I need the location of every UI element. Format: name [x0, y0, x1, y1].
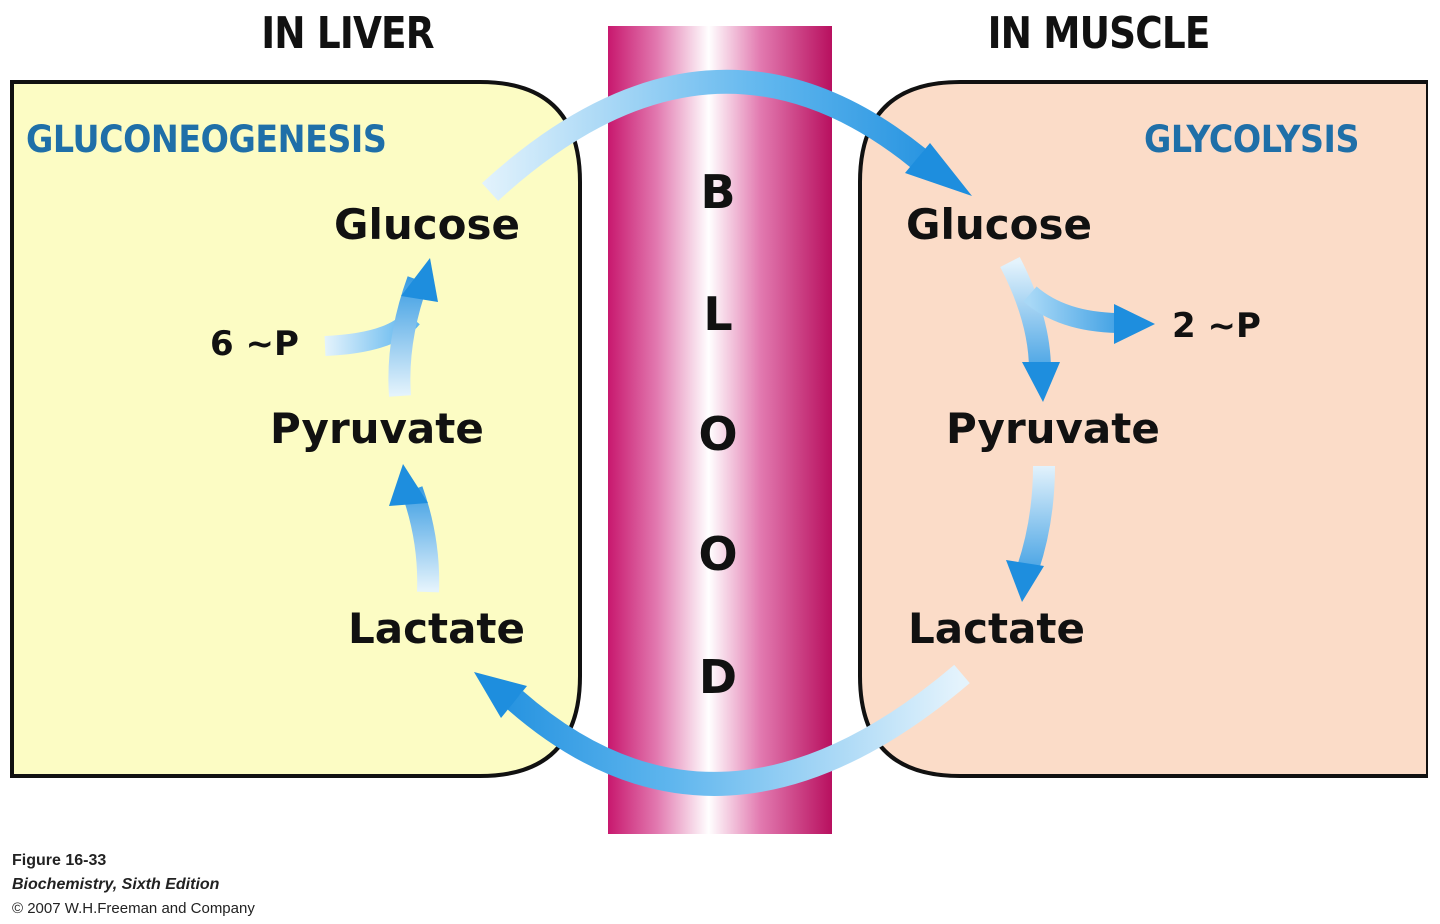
- muscle-energy-label: 2 ~P: [1172, 306, 1261, 346]
- copyright-notice: © 2007 W.H.Freeman and Company: [12, 900, 255, 917]
- lactate-transport-arrowhead: [474, 672, 527, 718]
- muscle-compartment: [858, 80, 1430, 778]
- glucose-to-pyruvate-arrowhead: [1022, 362, 1060, 402]
- pyruvate-to-glucose-arrowhead: [401, 258, 438, 302]
- pyruvate-to-lactate-arrow: [1017, 465, 1055, 572]
- energy-output-arrow: [1023, 286, 1119, 333]
- muscle-glucose-label: Glucose: [906, 200, 1093, 249]
- glucose-transport-arrowhead: [905, 143, 972, 196]
- book-title: Biochemistry, Sixth Edition: [12, 876, 220, 893]
- muscle-lactate-label: Lactate: [908, 604, 1085, 653]
- lactate-to-pyruvate-arrowhead: [389, 464, 428, 506]
- muscle-process-label: GLYCOLYSIS: [1143, 118, 1359, 161]
- muscle-heading: IN MUSCLE: [987, 8, 1211, 59]
- blood-letter: L: [703, 287, 733, 341]
- liver-heading: IN LIVER: [261, 8, 434, 59]
- energy-output-arrowhead: [1114, 304, 1155, 344]
- glucose-transport-arrow: [481, 69, 926, 201]
- liver-compartment: [10, 80, 582, 778]
- blood-letter: B: [700, 165, 736, 219]
- blood-letter: D: [698, 650, 738, 704]
- blood-vessel: [608, 26, 832, 834]
- liver-pyruvate-label: Pyruvate: [270, 404, 484, 453]
- liver-energy-label: 6 ~P: [210, 324, 299, 364]
- muscle-pyruvate-label: Pyruvate: [946, 404, 1160, 453]
- glucose-to-pyruvate-arrow: [1000, 256, 1051, 371]
- blood-letter: O: [698, 527, 738, 581]
- figure-number: Figure 16-33: [12, 852, 107, 869]
- liver-lactate-label: Lactate: [348, 604, 525, 653]
- pyruvate-to-lactate-arrowhead: [1006, 560, 1044, 602]
- liver-glucose-label: Glucose: [334, 200, 521, 249]
- muscle-compartment-border-cover: [1428, 78, 1440, 780]
- liver-process-label: GLUCONEOGENESIS: [26, 118, 387, 161]
- lactate-transport-arrow: [507, 664, 970, 796]
- blood-letter: O: [698, 407, 738, 461]
